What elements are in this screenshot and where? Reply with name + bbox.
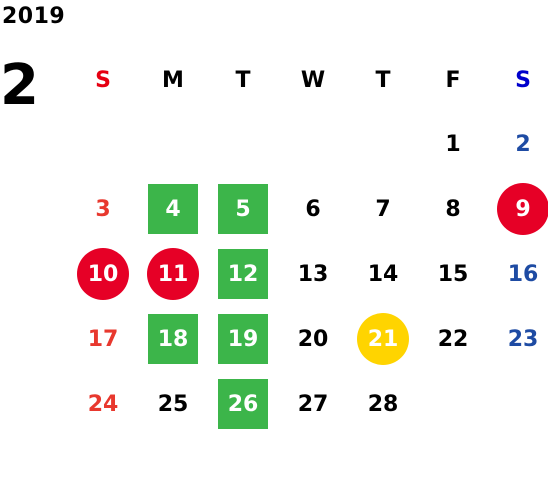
day-cell[interactable]: 23 [488,307,548,371]
day-number: 18 [157,326,189,352]
holiday-marker [77,248,129,300]
day-number: 26 [227,391,259,417]
day-cell[interactable]: 7 [348,177,418,241]
day-number: 11 [157,261,189,287]
day-cell[interactable]: 6 [278,177,348,241]
day-number: 9 [515,196,531,222]
day-number: 21 [367,326,399,352]
day-number: 14 [367,261,399,287]
day-cell[interactable]: 1 [418,112,488,176]
day-number: 4 [165,196,181,222]
day-cell[interactable]: 9 [488,177,548,241]
day-number: 19 [227,326,259,352]
holiday-marker [147,248,199,300]
day-number: 20 [297,326,329,352]
day-number: 17 [87,326,119,352]
calendar-month: 2 [0,53,39,118]
weekday-header: W [300,67,326,93]
day-number: 25 [157,391,189,417]
day-cell[interactable]: 13 [278,242,348,306]
day-cell[interactable]: 25 [138,372,208,436]
day-number: 15 [437,261,469,287]
day-cell[interactable]: 2 [488,112,548,176]
day-number: 2 [515,131,531,157]
weekday-header: T [375,67,391,93]
holiday-marker [497,183,548,235]
day-cell[interactable]: 5 [208,177,278,241]
day-cell[interactable]: 24 [68,372,138,436]
day-number: 24 [87,391,119,417]
weekday-header: S [95,67,111,93]
day-cell[interactable]: 22 [418,307,488,371]
day-cell[interactable]: 20 [278,307,348,371]
day-number: 16 [507,261,539,287]
day-cell[interactable]: 15 [418,242,488,306]
day-number: 27 [297,391,329,417]
day-cell[interactable]: 8 [418,177,488,241]
day-cell[interactable]: 16 [488,242,548,306]
day-number: 10 [87,261,119,287]
day-number: 22 [437,326,469,352]
closed-day-marker [218,249,268,299]
closed-day-marker [148,184,198,234]
weekday-header: F [445,67,461,93]
day-cell[interactable]: 18 [138,307,208,371]
day-number: 7 [375,196,391,222]
day-cell[interactable]: 26 [208,372,278,436]
closed-day-marker [148,314,198,364]
weekday-header: M [162,67,184,93]
day-cell[interactable]: 17 [68,307,138,371]
event-marker [357,313,409,365]
day-cell[interactable]: 28 [348,372,418,436]
day-number: 8 [445,196,461,222]
closed-day-marker [218,314,268,364]
closed-day-marker [218,379,268,429]
day-cell[interactable]: 10 [68,242,138,306]
day-number: 6 [305,196,321,222]
day-cell[interactable]: 14 [348,242,418,306]
day-number: 3 [95,196,111,222]
day-cell[interactable]: 3 [68,177,138,241]
day-cell[interactable]: 11 [138,242,208,306]
day-cell[interactable]: 27 [278,372,348,436]
day-number: 23 [507,326,539,352]
day-number: 5 [235,196,251,222]
day-cell[interactable]: 19 [208,307,278,371]
day-number: 12 [227,261,259,287]
day-number: 28 [367,391,399,417]
calendar-year: 2019 [2,4,66,29]
day-number: 13 [297,261,329,287]
day-number: 1 [445,131,461,157]
weekday-header: T [235,67,251,93]
day-cell[interactable]: 12 [208,242,278,306]
day-cell[interactable]: 21 [348,307,418,371]
weekday-header: S [515,67,531,93]
closed-day-marker [218,184,268,234]
day-cell[interactable]: 4 [138,177,208,241]
